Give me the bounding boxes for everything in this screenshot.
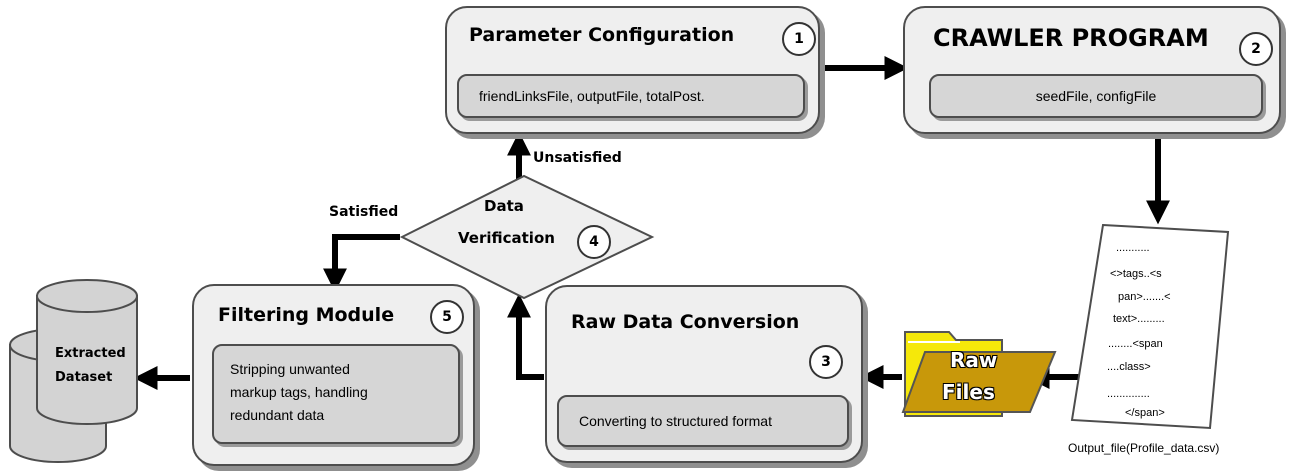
- raw-data-conversion-box: Raw Data Conversion 3 Converting to stru…: [545, 285, 863, 463]
- parameter-configuration-detail: friendLinksFile, outputFile, totalPost.: [479, 88, 705, 104]
- parameter-configuration-box: Parameter Configuration 1 friendLinksFil…: [445, 6, 820, 134]
- output-file-document-icon: [1070, 223, 1230, 430]
- arrow-verification-to-filtering: [323, 234, 400, 293]
- output-file-line: ....class>: [1107, 361, 1151, 373]
- crawler-program-detail-box: seedFile, configFile: [929, 74, 1263, 118]
- step-badge-1: 1: [782, 22, 816, 56]
- crawler-program-box: CRAWLER PROGRAM 2 seedFile, configFile: [903, 6, 1281, 134]
- output-file-caption: Output_file(Profile_data.csv): [1068, 441, 1220, 455]
- output-file-line: text>.........: [1113, 313, 1165, 325]
- crawler-program-title: CRAWLER PROGRAM: [933, 24, 1209, 52]
- edge-label-satisfied: Satisfied: [329, 204, 399, 220]
- output-file-line: pan>.......<: [1118, 291, 1171, 303]
- output-file-line: </span>: [1125, 407, 1165, 419]
- filtering-module-detail-line: markup tags, handling: [230, 384, 368, 400]
- filtering-module-box: Filtering Module 5 Stripping unwanted ma…: [192, 284, 475, 466]
- step-badge-5: 5: [430, 300, 464, 334]
- output-file-line: ........<span: [1108, 338, 1163, 350]
- raw-files-label-line2: Files: [942, 380, 995, 404]
- step-badge-4: 4: [577, 225, 611, 259]
- raw-data-conversion-title: Raw Data Conversion: [571, 311, 800, 333]
- output-file-line: ..............: [1107, 388, 1150, 400]
- filtering-module-title: Filtering Module: [218, 304, 395, 326]
- filtering-module-detail-line: redundant data: [230, 407, 325, 423]
- extracted-dataset-label-line1: Extracted: [55, 346, 126, 361]
- parameter-configuration-detail-box: friendLinksFile, outputFile, totalPost.: [457, 74, 805, 118]
- data-verification-title-line2: Verification: [458, 229, 555, 247]
- data-verification-title-line1: Data: [484, 197, 524, 215]
- extracted-dataset-label-line2: Dataset: [55, 370, 113, 385]
- step-badge-3: 3: [809, 345, 843, 379]
- step-badge-2: 2: [1239, 32, 1273, 66]
- filtering-module-detail-box: Stripping unwanted markup tags, handling…: [212, 344, 460, 444]
- database-icon: [9, 279, 138, 463]
- raw-data-conversion-detail-box: Converting to structured format: [557, 395, 849, 447]
- crawler-program-detail: seedFile, configFile: [1035, 88, 1157, 104]
- raw-files-label-line1: Raw: [950, 348, 998, 372]
- parameter-configuration-title: Parameter Configuration: [469, 24, 735, 46]
- arrow-conversion-to-verification: [507, 293, 544, 380]
- folder-icon: [901, 331, 1057, 417]
- output-file-line: ...........: [1116, 242, 1150, 254]
- data-verification-diamond: [399, 174, 655, 300]
- output-file-line: <>tags..<s: [1110, 268, 1162, 280]
- filtering-module-detail-line: Stripping unwanted: [230, 361, 350, 377]
- edge-label-unsatisfied: Unsatisfied: [533, 150, 622, 166]
- raw-data-conversion-detail: Converting to structured format: [579, 413, 772, 429]
